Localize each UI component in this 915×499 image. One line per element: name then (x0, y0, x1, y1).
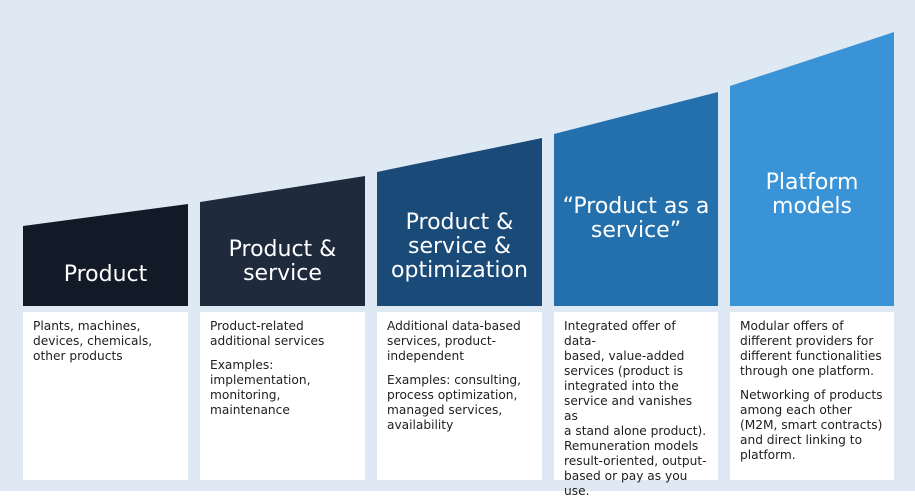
stage-title: Product (63, 262, 148, 287)
stage-description-product: Plants, machines, devices, chemicals, ot… (23, 312, 188, 480)
stage-header-product (23, 204, 188, 306)
stage-header-platform-models (730, 32, 894, 306)
stage-description-platform-models: Modular offers of different providers fo… (730, 312, 894, 480)
description-paragraph: Integrated offer of data- based, value-a… (564, 319, 707, 498)
description-paragraph: Networking of products among each other … (740, 388, 883, 462)
stage-title: “Product as a service” (562, 194, 710, 243)
stage-title: Product & service (228, 237, 337, 286)
stage-product-as-a-service: “Product as a service” (554, 0, 718, 491)
description-examples: Examples: implementation, monitoring, ma… (210, 358, 311, 417)
stage-title: Platform models (765, 170, 859, 219)
stage-title: Product & service & optimization (391, 210, 528, 283)
description-paragraph: Additional data-based services, product-… (387, 319, 521, 363)
stage-header-optimization (377, 138, 542, 306)
description-paragraph: Modular offers of different providers fo… (740, 319, 882, 378)
stage-product: Product (23, 0, 188, 491)
stage-description-optimization: Additional data-based services, product-… (377, 312, 542, 480)
stage-optimization: Product & service & optimization (377, 0, 542, 491)
stage-description-product-as-a-service: Integrated offer of data- based, value-a… (554, 312, 718, 498)
stage-platform-models: Platform models (730, 0, 894, 491)
stage-product-service: Product & service (200, 0, 365, 491)
stage-header-product-service (200, 176, 365, 306)
stage-header-product-as-a-service (554, 92, 718, 306)
stage-description-product-service: Product-related additional services Exam… (200, 312, 365, 480)
description-paragraph: Product-related additional services (210, 319, 325, 348)
description-examples: Examples: consulting, process optimizati… (387, 373, 522, 432)
description-paragraph: Plants, machines, devices, chemicals, ot… (33, 319, 153, 363)
